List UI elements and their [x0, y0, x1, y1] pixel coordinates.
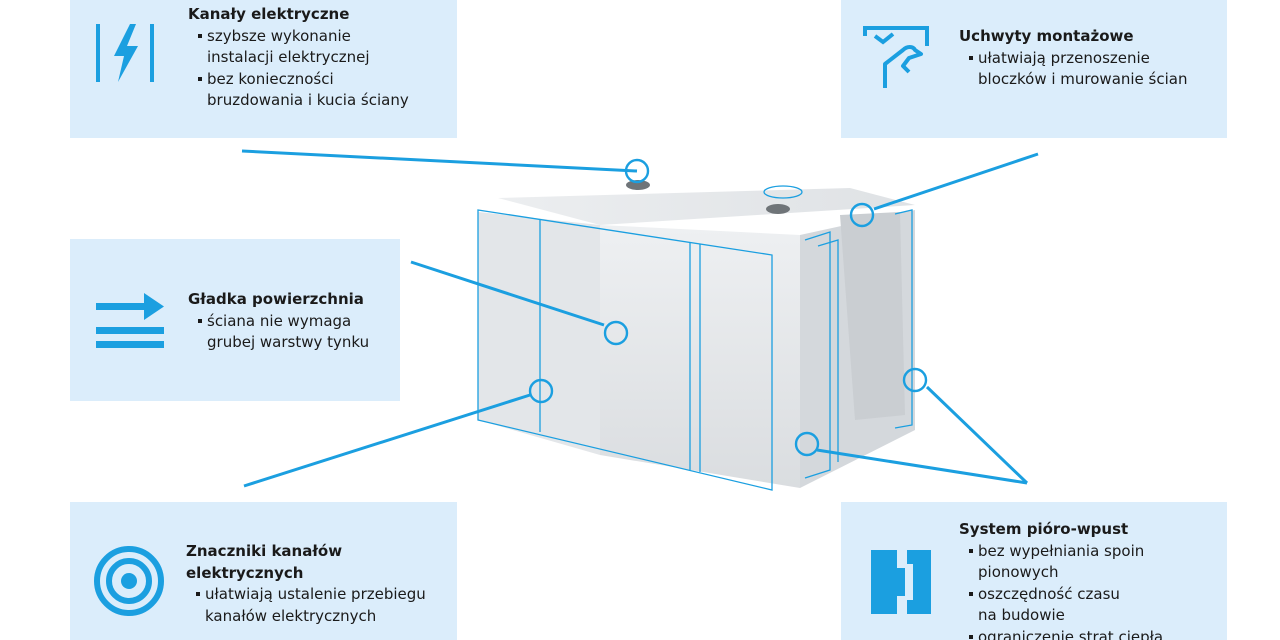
feature-title: Gładka powierzchnia	[188, 290, 364, 308]
silicate-block	[478, 180, 915, 488]
panel-tongue-groove: System pióro-wpust bez wypełniania spoin…	[841, 502, 1227, 640]
arrow-lines-icon	[96, 293, 164, 348]
feature-bullet: ułatwiają przenoszenie bloczków i murowa…	[969, 48, 1187, 91]
feature-title: Znaczniki kanałów elektrycznych	[186, 542, 343, 582]
feature-bullet: bez konieczności bruzdowania i kucia ści…	[198, 69, 409, 112]
leader-lines	[241, 149, 1039, 488]
feature-bullet: ściana nie wymaga grubej warstwy tynku	[198, 311, 369, 354]
panel-smooth-surface: Gładka powierzchnia ściana nie wymaga gr…	[70, 239, 400, 401]
hand-grip-icon	[863, 26, 929, 88]
feature-title: Uchwyty montażowe	[959, 27, 1134, 45]
feature-bullet: ułatwiają ustalenie przebiegu kanałów el…	[196, 584, 426, 627]
lightning-channel-icon	[96, 24, 154, 82]
feature-bullet: oszczędność czasu na budowie	[969, 584, 1163, 627]
feature-title: System pióro-wpust	[959, 520, 1129, 538]
target-rings-icon	[94, 546, 164, 616]
outline-lines	[477, 185, 913, 491]
panel-mounting-grips: Uchwyty montażowe ułatwiają przenoszenie…	[841, 0, 1227, 138]
panel-channel-markers: Znaczniki kanałów elektrycznych ułatwiaj…	[70, 502, 457, 640]
feature-bullet: bez wypełniania spoin pionowych	[969, 541, 1163, 584]
tongue-groove-icon	[871, 550, 931, 614]
feature-title: Kanały elektryczne	[188, 5, 350, 23]
feature-bullet: szybsze wykonanie instalacji elektryczne…	[198, 26, 409, 69]
panel-electrical-channels: Kanały elektryczne szybsze wykonanie ins…	[70, 0, 457, 138]
feature-bullet: ograniczenie strat ciepła	[969, 627, 1163, 640]
